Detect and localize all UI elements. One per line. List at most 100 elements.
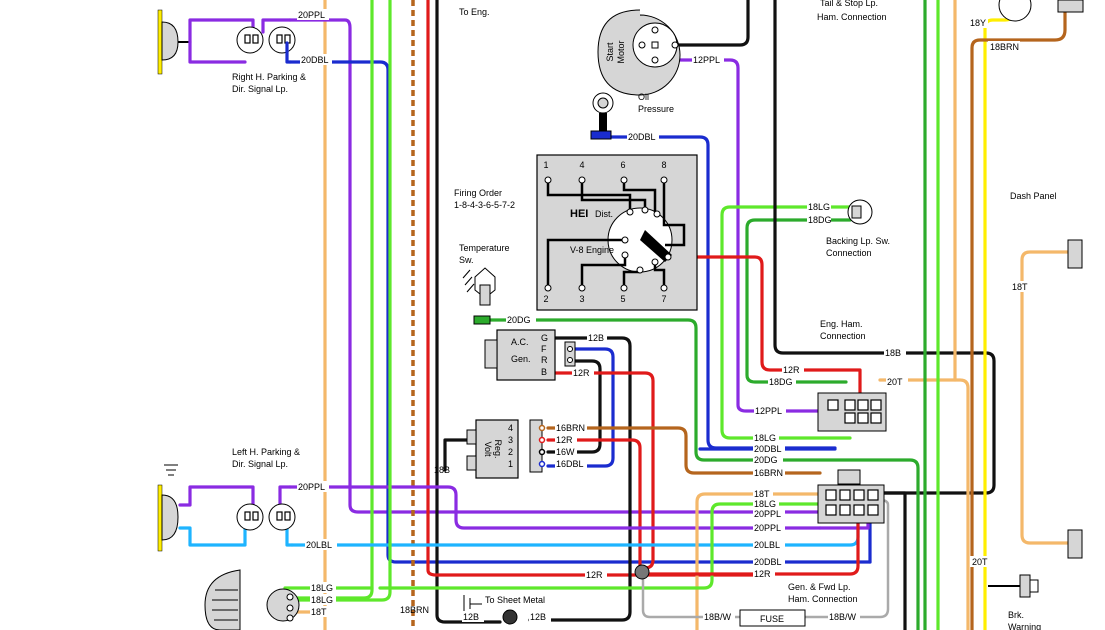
headlamp-pin-1 (286, 593, 294, 601)
start-motor-pin-bottom (651, 56, 659, 64)
start-motor-pin-left (638, 41, 646, 49)
wire-label-bg-10 (555, 422, 587, 433)
dash-panel-label: Dash Panel (1010, 191, 1057, 201)
brake-switch-tip (1029, 579, 1039, 593)
wl-18lg-back: 18LG (808, 202, 830, 212)
wl-12r-bottom: 12R (586, 570, 603, 580)
wl-20dbl-gen: 20DBL (754, 557, 782, 567)
oil-switch-body (599, 113, 607, 131)
oil-switch-core (597, 97, 609, 109)
gen-label: Gen. (511, 354, 531, 364)
wire-18b-reg (443, 438, 470, 472)
plug-wire-5 (622, 270, 640, 288)
wl-20ppl-left: 20PPL (298, 482, 325, 492)
wire-label-bg-12 (555, 446, 577, 457)
start-motor-pin-top (651, 26, 659, 34)
cyl-num-1: 1 (543, 160, 548, 170)
engine-harness-connector: Eng. Ham. Connection (817, 319, 887, 432)
eng-conn-t6 (857, 412, 869, 424)
v8-label: V-8 Engine (570, 245, 614, 255)
gen-conn-t7 (853, 504, 865, 516)
gen-term-g: G (541, 333, 548, 343)
wl-20dg: 20DG (507, 315, 531, 325)
plug-wire-2 (546, 238, 625, 288)
plug-wire-4 (580, 180, 647, 210)
wire-label-bg-43 (988, 41, 1020, 52)
gen-conn-t4 (867, 489, 879, 501)
temp-tick-3 (466, 283, 475, 293)
reg-label: Reg. (493, 439, 503, 458)
right-lamp-blue (285, 41, 292, 64)
wire-label-bg-7 (506, 314, 536, 325)
wire-12r-gen (553, 371, 655, 570)
wire-red-vertical (426, 0, 772, 577)
wire-12r-dist (666, 255, 862, 402)
wl-18bw-b: 18B/W (829, 612, 857, 622)
oil-switch-connector (590, 130, 612, 140)
wl-12b-b: 12B (530, 612, 546, 622)
right-parking-label-1: Right H. Parking & (232, 72, 306, 82)
start-motor-label-1: Start (605, 42, 615, 62)
wire-label-bg-28 (753, 556, 785, 567)
wire-18t-gen (695, 492, 822, 630)
wire-label-bg-26 (753, 522, 785, 533)
wl-16w: 16W (556, 447, 575, 457)
wl-20lbl-left: 20LBL (306, 540, 332, 550)
wl-20dbl-top: 20DBL (301, 55, 329, 65)
cyl-terminal-7 (660, 284, 668, 292)
eng-harn-label-1: Eng. Ham. (820, 319, 863, 329)
left-term-4 (284, 511, 291, 521)
eng-harn-label-2: Connection (820, 331, 866, 341)
firing-order-label-1: Firing Order (454, 188, 502, 198)
wl-18t-lamp: 18T (311, 607, 327, 617)
temp-tick-2 (464, 276, 473, 286)
wl-12b: 12B (588, 333, 604, 343)
start-motor-shell (597, 9, 641, 96)
wire-label-bg-36 (462, 611, 484, 622)
gen-conn-t6 (839, 504, 851, 516)
temp-label-1: Temperature (459, 243, 510, 253)
oil-label-2: Pressure (638, 104, 674, 114)
gen-term-f: F (541, 344, 547, 354)
eng-conn-body (817, 392, 887, 432)
reg-term-2: 2 (508, 447, 513, 457)
wl-20ppl-top: 20PPL (298, 10, 325, 20)
start-motor: Start Motor (597, 9, 681, 96)
wire-label-bg-23 (753, 488, 773, 499)
backing-lamp-switch: Backing Lp. Sw. Connection (826, 199, 890, 258)
wire-label-bg-31 (305, 539, 337, 550)
plug-wire-3 (580, 255, 627, 288)
wire-label-bg-15 (782, 364, 804, 375)
wire-label-bg-17 (886, 376, 908, 387)
gen-conn-top (837, 469, 861, 485)
wl-18lg-a: 18LG (311, 583, 333, 593)
regulator-mount-a (466, 429, 477, 445)
wire-label-bg-13 (555, 458, 587, 469)
wire-12b-gen (528, 336, 632, 622)
plug-wire-7 (653, 262, 666, 288)
regulator-body (475, 419, 519, 479)
cap-terminal-h (664, 253, 672, 261)
wire-label-bg-14 (884, 347, 906, 358)
cap-terminal-d (621, 236, 629, 244)
start-motor-stud (651, 41, 659, 49)
wl-20ppl-gen1: 20PPL (754, 509, 781, 519)
wl-20dbl-eng: 20DBL (754, 444, 782, 454)
wire-dash-tan (1020, 250, 1070, 545)
wl-18brn: 18BRN (400, 605, 429, 615)
wire-label-bg-32 (310, 582, 336, 593)
hei-label: HEI (570, 208, 588, 220)
wl-12b-a: 12B (463, 612, 479, 622)
headlamp-socket (266, 588, 300, 622)
wire-labels: 20PPL 20DBL 12PPL 20DBL 18LG 18DG 20DG 1… (297, 9, 1032, 622)
wire-label-bg-34 (310, 606, 330, 617)
gen-term-r: R (541, 355, 548, 365)
reg-term-1: 1 (508, 459, 513, 469)
regulator-plug (529, 419, 543, 473)
distributor-rotor (640, 230, 672, 262)
wire-16brn (546, 426, 822, 475)
left-lamp-lens (157, 484, 163, 552)
gen-conn-t1 (825, 489, 837, 501)
wire-18lg-back (720, 205, 852, 440)
left-term-2 (252, 511, 259, 521)
